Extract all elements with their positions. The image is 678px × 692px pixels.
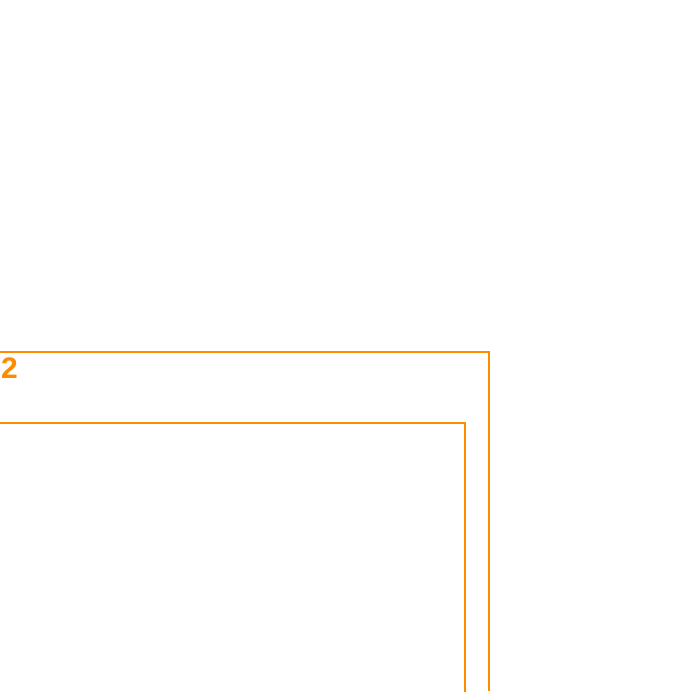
outer-highlight-box <box>0 351 490 691</box>
inner-highlight-box <box>0 422 466 692</box>
region-number-label: 2 <box>1 352 18 385</box>
